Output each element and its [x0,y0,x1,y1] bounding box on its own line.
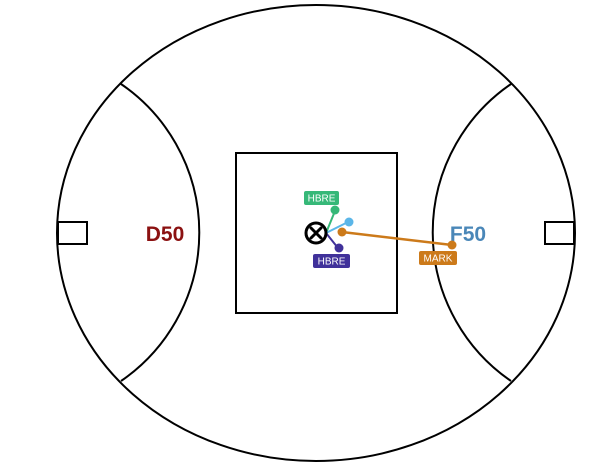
forward-50-label: F50 [450,223,486,246]
hbre-down-tag-background [313,254,350,268]
right-goal-square [544,221,575,245]
hbre-up-tag-background [304,191,339,205]
ball-x-icon[interactable] [304,221,328,245]
hbre-down-tag[interactable]: HBRE [313,254,350,268]
mark-tag[interactable]: MARK [419,251,457,265]
mark-start-marker[interactable] [337,227,347,237]
forward-50-arc [431,83,512,382]
hbre-up-marker[interactable] [330,205,340,215]
hbre-down-marker[interactable] [334,243,344,253]
hbre-up-tag-label: HBRE [308,194,336,205]
hbre-down-tag-label: HBRE [318,257,346,268]
defensive-50-label: D50 [146,223,185,246]
mark-tag-label: MARK [424,254,453,265]
centre-square [235,152,398,314]
hbre-up-path [325,210,336,234]
mark-path [341,230,453,247]
defensive-50-arc [120,83,201,382]
unlabeled-disposal-marker[interactable] [344,217,354,227]
mark-end-marker[interactable] [447,240,457,250]
hbre-up-tag[interactable]: HBRE [304,191,339,205]
mark-tag-background [419,251,457,265]
unlabeled-disposal-path [325,221,349,234]
ball-icon-cross [309,226,323,240]
left-goal-square [57,221,88,245]
